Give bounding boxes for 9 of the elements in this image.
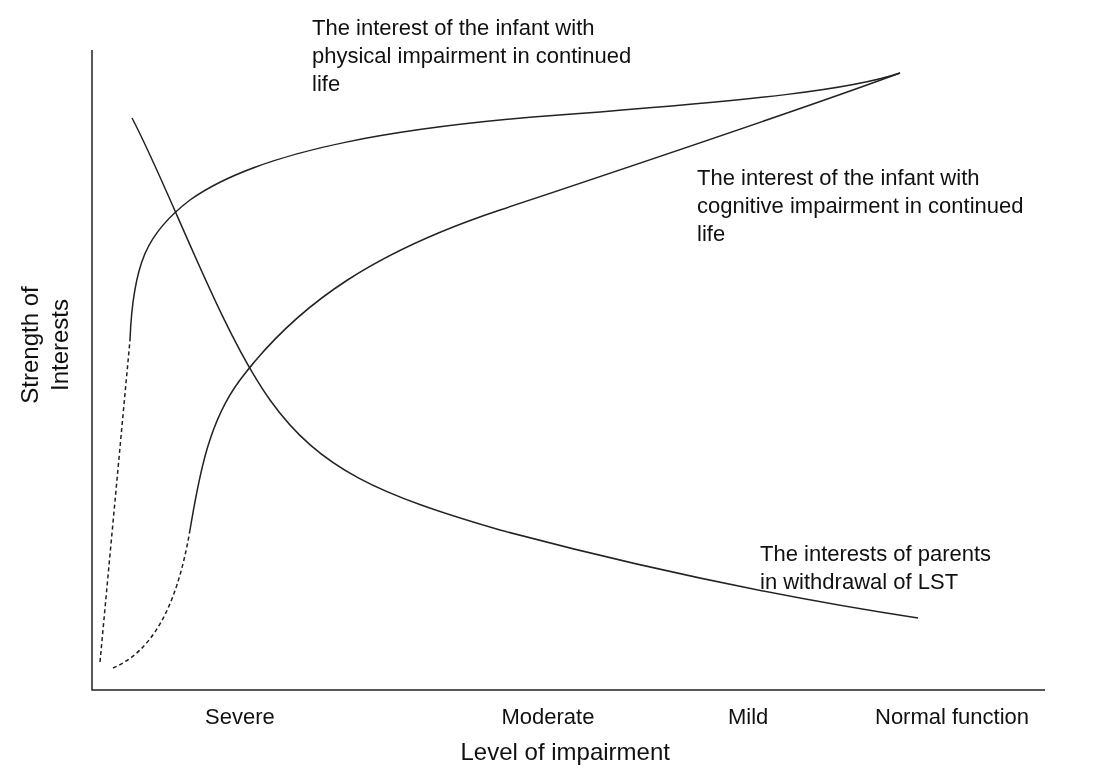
tick-label: Severe — [205, 703, 275, 731]
axis-title: Strength of Interests — [15, 285, 74, 406]
curve-label: The interest of the infant with physical impairment in continued life — [312, 14, 633, 98]
tick-label: Mild — [728, 703, 769, 731]
curve-label: The interest of the infant with cognitive impairment in continued life — [697, 164, 1025, 248]
curve-label: The interests of parents in withdrawal of LST — [760, 540, 993, 596]
tick-label: Moderate — [501, 703, 595, 731]
tick-label: Normal function — [875, 703, 1030, 731]
axis-title: Level of impairment — [460, 738, 670, 766]
